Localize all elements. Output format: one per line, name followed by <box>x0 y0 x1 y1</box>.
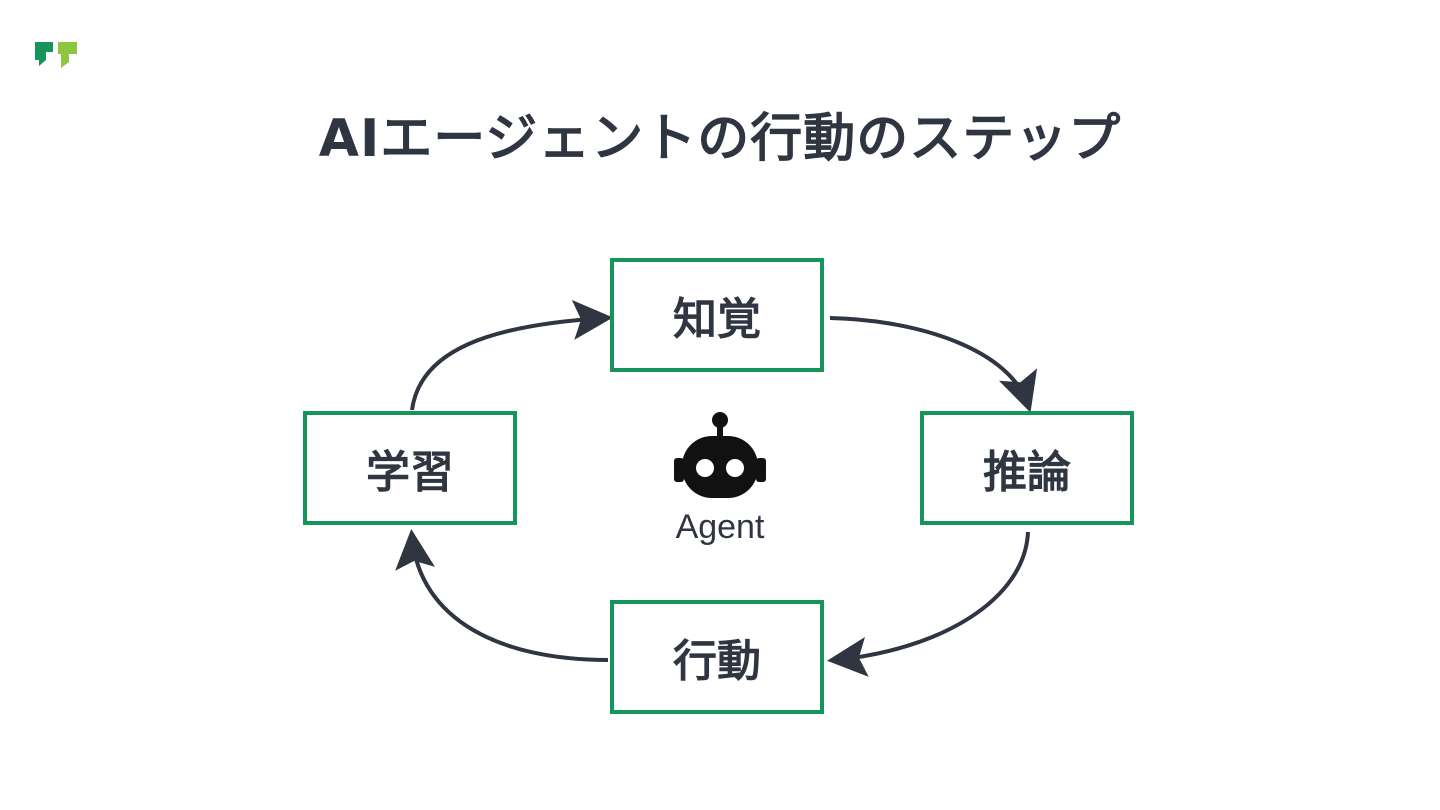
node-action: 行動 <box>610 600 824 714</box>
arrow-learning-to-perception <box>410 299 613 411</box>
arrow-action-to-learning <box>395 529 609 662</box>
arrow-perception-to-reasoning <box>829 316 1038 413</box>
node-reasoning-label: 推論 <box>983 447 1071 498</box>
agent-group: Agent <box>640 410 800 560</box>
robot-icon <box>674 412 766 498</box>
node-learning-label: 学習 <box>366 447 454 498</box>
node-action-label: 行動 <box>673 636 761 687</box>
node-perception-label: 知覚 <box>673 294 761 345</box>
node-perception: 知覚 <box>610 258 824 372</box>
node-learning: 学習 <box>303 411 517 525</box>
brand-logo-icon <box>35 42 77 68</box>
arrow-reasoning-to-action <box>827 531 1030 677</box>
page-title: AIエージェントの行動のステップ <box>318 109 1122 169</box>
agent-label: Agent <box>675 508 765 546</box>
node-reasoning: 推論 <box>920 411 1134 525</box>
